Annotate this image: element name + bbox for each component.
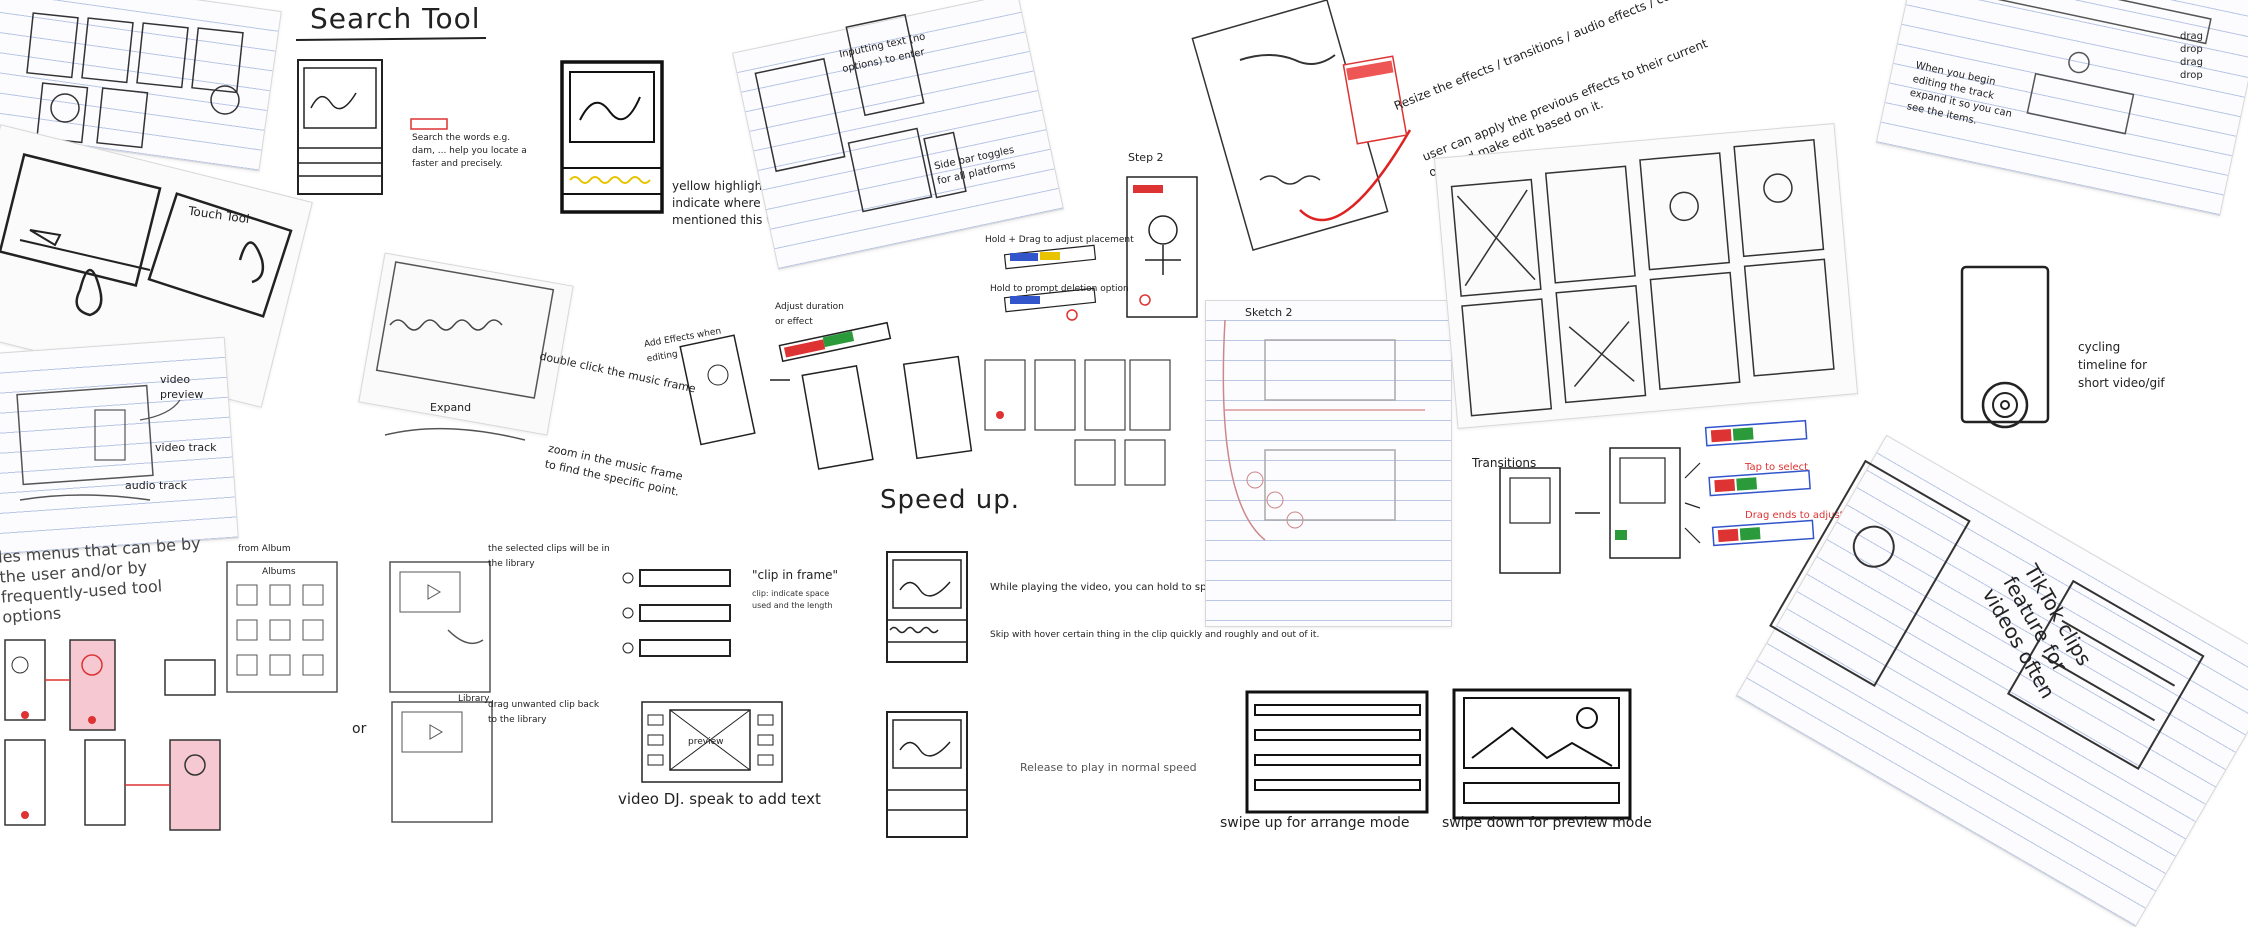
video-preview-label: video preview [160, 372, 220, 402]
sketch-touch-tool [0, 150, 300, 350]
effects-grid-sketch [1445, 140, 1845, 410]
albums-label: Albums [262, 565, 296, 580]
audio-track-label: audio track [125, 478, 187, 493]
library-label: Library [458, 692, 489, 707]
library-sketch-bottom [390, 700, 500, 830]
search-tool-title: Search Tool [310, 2, 480, 35]
search-description: Search the words e.g. dam, ... help you … [412, 132, 532, 171]
release-note: Release to play in normal speed [1020, 760, 1197, 775]
hold-delete-note: Hold to prompt deletion option [990, 282, 1129, 297]
speed-up-phone-2 [885, 710, 975, 840]
search-phone-sketch [296, 58, 386, 198]
title-underline [296, 36, 496, 46]
sketch2-diagram [1205, 300, 1445, 620]
swipe-down-note: swipe down for preview mode [1442, 815, 1652, 831]
cycling-timeline-note: cycling timeline for short video/gif [2078, 338, 2168, 392]
tap-select-note: Tap to select [1745, 460, 1808, 475]
while-playing-continued: Skip with hover certain thing in the cli… [990, 628, 1319, 643]
video-track-label: video track [155, 440, 217, 455]
drag-drop-note: drag drop drag drop [2180, 30, 2220, 82]
music-frame-sketch [365, 255, 565, 455]
sketch-phones-top-left [0, 0, 270, 150]
albums-sketch [225, 560, 345, 700]
search-bar-sketch [410, 118, 450, 132]
swipe-up-note: swipe up for arrange mode [1220, 815, 1409, 831]
clip-in-frame-desc: clip: indicate space used and the length [752, 588, 842, 612]
library-sketch-top [388, 560, 498, 700]
cycling-timeline-sketch [1960, 265, 2060, 435]
expand-label: Expand [430, 400, 471, 415]
step-phones-sketch [980, 340, 1180, 490]
effects-flow-sketch [680, 320, 1010, 470]
step2-label: Step 2 [1128, 150, 1164, 165]
red-connector-sketch [1200, 0, 1460, 260]
while-playing-note: While playing the video, you can hold to… [990, 580, 1241, 595]
tiktok-sketch [1740, 500, 2200, 820]
sketch-bottom-left-phones [0, 620, 240, 840]
video-dj-title: video DJ. speak to add text [618, 790, 821, 808]
menus-note: les menus that can be by the user and/or… [0, 532, 223, 627]
highlight-phone-sketch [560, 60, 670, 220]
clip-frame-sketch [620, 565, 740, 675]
step2-phone-sketch [1125, 175, 1205, 325]
clip-in-frame-title: "clip in frame" [752, 568, 838, 583]
drag-clip-note: drag unwanted clip back to the library [488, 698, 608, 728]
or-label: or [352, 722, 366, 737]
selected-clips-note: the selected clips will be in the librar… [488, 542, 618, 572]
adjust-duration-note: Adjust duration or effect [775, 300, 845, 330]
preview-mode-sketch [1452, 688, 1642, 828]
speed-up-phone-1 [885, 550, 975, 670]
preview-label: preview [688, 735, 723, 750]
zoom-in-note: zoom in the music frame to find the spec… [543, 441, 687, 501]
arrange-mode-sketch [1245, 690, 1445, 820]
from-album-label: from Album [238, 542, 291, 557]
